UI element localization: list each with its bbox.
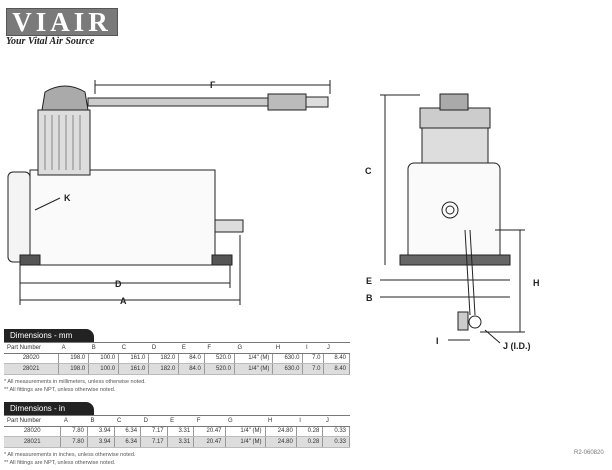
- column-header: A: [58, 342, 89, 354]
- column-header: C: [114, 415, 141, 427]
- table-cell: 1/4" (M): [234, 353, 274, 364]
- table-cell: 3.94: [87, 436, 115, 448]
- front-view: [380, 93, 525, 344]
- note: ** All fittings are NPT, unless otherwis…: [4, 459, 116, 466]
- table-cell: 24.80: [265, 426, 297, 437]
- table-cell: 1/4" (M): [225, 436, 266, 448]
- table-cell: 520.0: [204, 353, 235, 364]
- document-code: R2-060820: [574, 450, 604, 456]
- section-title: Dimensions - mm: [4, 329, 94, 342]
- table-cell: 100.0: [88, 353, 120, 364]
- compressor-drawing: F D A K C E B H I J (I.D.): [7, 80, 540, 351]
- table-cell: 8.40: [323, 363, 350, 375]
- column-header: C: [118, 342, 149, 354]
- column-header: G: [225, 415, 265, 427]
- column-header: B: [87, 415, 115, 427]
- table-cell: 198.0: [58, 353, 90, 364]
- tagline: Your Vital Air Source: [6, 36, 95, 47]
- table-cell: 520.0: [204, 363, 235, 375]
- table-cell: 3.31: [167, 436, 195, 448]
- note: ** All fittings are NPT, unless otherwis…: [4, 386, 116, 393]
- column-header: J: [322, 415, 350, 427]
- table-cell: 20.47: [193, 436, 226, 448]
- table-cell: 7.0: [302, 353, 325, 364]
- table-cell: 7.80: [60, 426, 88, 437]
- column-header: B: [88, 342, 119, 354]
- table-cell: 0.33: [322, 426, 350, 437]
- table-cell: 24.80: [265, 436, 297, 448]
- table-cell: 198.0: [58, 363, 90, 375]
- table-cell: 28021: [4, 436, 62, 448]
- table-cell: 28020: [4, 426, 62, 437]
- column-header: E: [167, 415, 194, 427]
- dim-label-e: E: [366, 276, 372, 286]
- table-cell: 7.17: [140, 426, 168, 437]
- section-title: Dimensions - in: [4, 402, 94, 415]
- table-cell: 8.40: [323, 353, 350, 364]
- table-cell: 28021: [4, 363, 60, 375]
- column-header: E: [178, 342, 205, 354]
- dim-label-f: F: [210, 80, 216, 90]
- dim-label-j: J (I.D.): [503, 341, 531, 351]
- dim-label-b: B: [366, 293, 373, 303]
- table-cell: 1/4" (M): [225, 426, 266, 437]
- column-header: J: [323, 342, 350, 354]
- column-header: H: [272, 342, 303, 354]
- table-cell: 6.34: [114, 426, 142, 437]
- column-header: D: [148, 342, 179, 354]
- dim-label-h: H: [533, 278, 540, 288]
- table-cell: 630.0: [272, 353, 304, 364]
- table-cell: 0.28: [296, 436, 324, 448]
- column-header: F: [193, 415, 225, 427]
- table-cell: 84.0: [178, 363, 205, 375]
- column-header: G: [234, 342, 273, 354]
- table-cell: 0.33: [322, 436, 350, 448]
- table-cell: 7.0: [302, 363, 325, 375]
- table-cell: 20.47: [193, 426, 226, 437]
- dim-label-c: C: [365, 166, 372, 176]
- column-header: Part Number: [4, 415, 61, 427]
- column-header: D: [140, 415, 168, 427]
- note: * All measurements in millimeters, unles…: [4, 378, 146, 385]
- column-header: F: [204, 342, 235, 354]
- table-cell: 7.80: [60, 436, 88, 448]
- dim-label-i: I: [436, 336, 439, 346]
- table-cell: 182.0: [148, 363, 180, 375]
- table-cell: 28020: [4, 353, 60, 364]
- table-cell: 161.0: [118, 353, 150, 364]
- table-cell: 84.0: [178, 353, 205, 364]
- note: * All measurements in inches, unless oth…: [4, 451, 136, 458]
- side-view: [7, 80, 331, 305]
- table-cell: 3.31: [167, 426, 195, 437]
- column-header: I: [302, 342, 324, 354]
- viair-logo: VIAIR: [6, 8, 118, 36]
- table-cell: 6.34: [114, 436, 142, 448]
- column-header: H: [265, 415, 297, 427]
- dim-label-k: K: [64, 193, 71, 203]
- table-cell: 161.0: [118, 363, 150, 375]
- dim-label-a: A: [120, 296, 127, 306]
- column-header: Part Number: [4, 342, 59, 354]
- table-cell: 0.28: [296, 426, 324, 437]
- column-header: A: [60, 415, 88, 427]
- dim-label-d: D: [115, 279, 122, 289]
- table-cell: 100.0: [88, 363, 120, 375]
- table-cell: 182.0: [148, 353, 180, 364]
- table-cell: 630.0: [272, 363, 304, 375]
- table-cell: 1/4" (M): [234, 363, 274, 375]
- table-cell: 7.17: [140, 436, 168, 448]
- table-cell: 3.94: [87, 426, 115, 437]
- column-header: I: [296, 415, 323, 427]
